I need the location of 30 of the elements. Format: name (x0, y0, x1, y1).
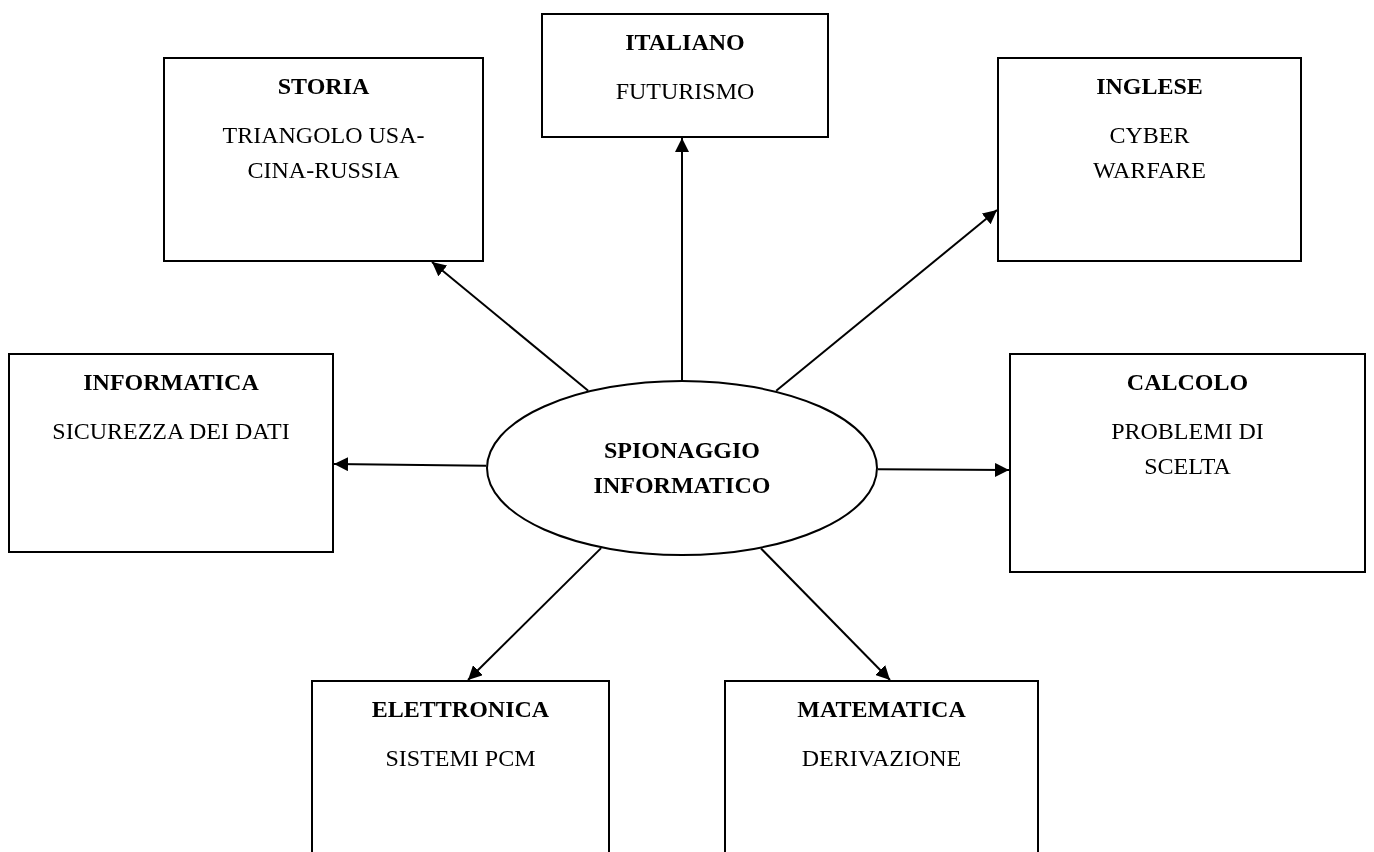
arrow (675, 137, 689, 381)
topic-text: PROBLEMI DI SCELTA (1110, 417, 1265, 481)
subject-box (311, 680, 610, 852)
topic-text: SPIONAGGIO INFORMATICO (592, 436, 772, 500)
subject-box (997, 57, 1302, 262)
topic-text: DERIVAZIONE (801, 744, 962, 773)
subject-box (163, 57, 484, 262)
subject-heading: MATEMATICA (797, 696, 966, 723)
topic-text: FUTURISMO (615, 77, 755, 106)
arrow (431, 261, 590, 392)
subject-heading: ITALIANO (625, 29, 745, 56)
subject-heading: STORIA (277, 73, 370, 100)
arrow (877, 462, 1010, 477)
arrow (775, 209, 998, 392)
subject-box (724, 680, 1039, 852)
topic-ellipse (486, 380, 878, 556)
subject-heading: INFORMATICA (83, 369, 259, 396)
arrow (467, 547, 603, 681)
arrow (333, 457, 488, 472)
topic-text: CYBER WARFARE (1092, 121, 1207, 185)
subject-box (8, 353, 334, 553)
subject-heading: ELETTRONICA (371, 696, 550, 723)
subject-box (541, 13, 829, 138)
subject-box (1009, 353, 1366, 573)
topic-text: SISTEMI PCM (385, 744, 536, 773)
arrow (760, 547, 891, 681)
topic-text: SICUREZZA DEI DATI (51, 417, 291, 446)
subject-heading: CALCOLO (1126, 369, 1249, 396)
topic-text: TRIANGOLO USA-CINA-RUSSIA (221, 121, 426, 185)
subject-heading: INGLESE (1096, 73, 1203, 100)
